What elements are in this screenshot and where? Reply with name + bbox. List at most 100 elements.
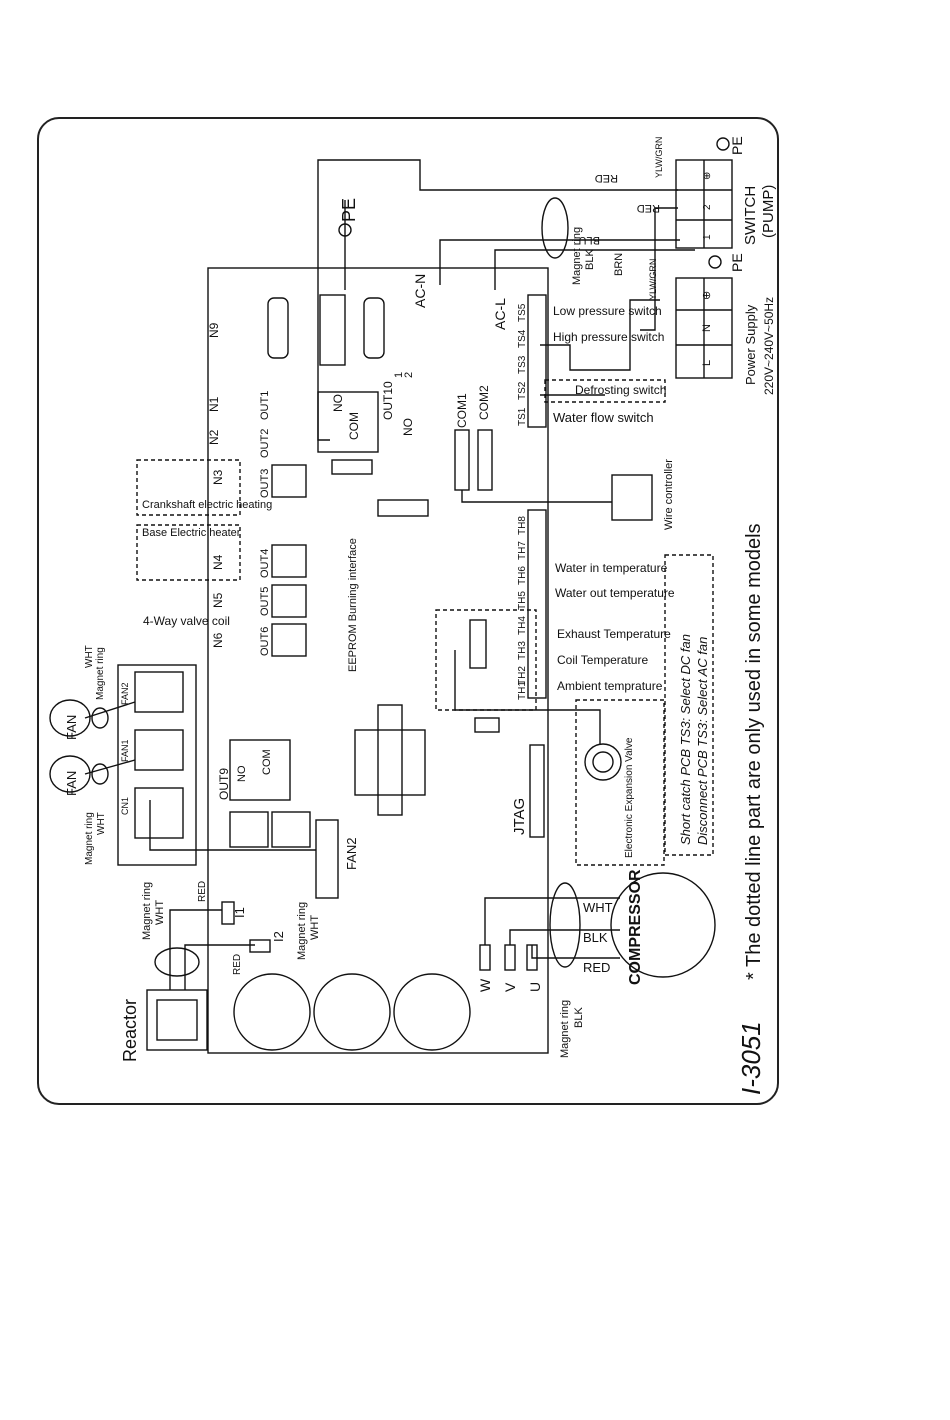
i1-label: I1 bbox=[232, 907, 247, 918]
main-pcb bbox=[207, 267, 549, 1054]
n4: N4 bbox=[211, 554, 225, 570]
wire-red-2: RED bbox=[637, 202, 660, 214]
high-pressure-switch: High pressure switch bbox=[553, 330, 664, 344]
out10-pin-2: 2 bbox=[403, 372, 415, 378]
ylw-grn-top: YLW/GRN bbox=[654, 137, 664, 178]
phase-v: V bbox=[502, 982, 518, 992]
magnet-ring-fan2: Magnet ring bbox=[95, 647, 106, 700]
crankshaft-heater-label: Crankshaft electric heating bbox=[142, 499, 272, 511]
wire-brn: BRN bbox=[613, 253, 625, 276]
ylw-grn-supply: YLW/GRN bbox=[648, 259, 658, 300]
relay-com: COM bbox=[347, 412, 361, 440]
ac-l-label: AC-L bbox=[492, 298, 508, 330]
th6: TH6 bbox=[517, 566, 528, 585]
compressor-label: COMPRESSOR bbox=[627, 869, 644, 985]
wire-red-i1: RED bbox=[197, 881, 208, 902]
wire-wht-reactor: WHT bbox=[154, 900, 166, 925]
magnet-ring-compressor: Magnet ring bbox=[559, 1000, 571, 1058]
ts4: TS4 bbox=[517, 329, 528, 348]
n1: N1 bbox=[207, 396, 221, 412]
out10: OUT10 bbox=[381, 381, 395, 420]
out6: OUT6 bbox=[259, 627, 271, 656]
terminal-pe: ⊕ bbox=[701, 291, 713, 300]
wire-wht-fan1: WHT bbox=[96, 812, 107, 835]
power-supply-rating: 220V~240V~50Hz bbox=[762, 297, 776, 395]
out3: OUT3 bbox=[259, 469, 271, 498]
fan-note-1: Short catch PCB TS3: Select DC fan bbox=[678, 634, 693, 845]
phase-w: W bbox=[477, 978, 493, 992]
th4: TH4 bbox=[517, 616, 528, 635]
wire-wht-fan2: WHT bbox=[84, 645, 95, 668]
com2: COM2 bbox=[477, 385, 491, 420]
out9-com: COM bbox=[261, 749, 273, 775]
pe-board: PE bbox=[339, 198, 359, 222]
power-supply-label: Power Supply bbox=[743, 304, 758, 385]
eeprom-label: EEPROM Burning interface bbox=[347, 538, 359, 672]
magnet-ring-compressor-blk: BLK bbox=[573, 1007, 585, 1028]
wire-wht-fan2-board: WHT bbox=[309, 915, 321, 940]
n9: N9 bbox=[207, 322, 221, 338]
wire-wht-compressor: WHT bbox=[583, 900, 613, 915]
out9-no: NO bbox=[236, 765, 248, 782]
switch-terminal-pe: ⊕ bbox=[702, 172, 713, 180]
out9-label: OUT9 bbox=[217, 768, 231, 800]
n3: N3 bbox=[211, 469, 225, 485]
th1: TH1 bbox=[517, 681, 528, 700]
out1: OUT1 bbox=[259, 391, 271, 420]
out10-pin-1: 1 bbox=[393, 372, 405, 378]
coil-temp: Coil Temperature bbox=[557, 653, 648, 667]
i2-label: I2 bbox=[271, 931, 286, 942]
ts2: TS2 bbox=[517, 381, 528, 400]
wire-blk-compressor: BLK bbox=[583, 930, 608, 945]
reactor-label: Reactor bbox=[120, 999, 140, 1062]
water-flow-switch: Water flow switch bbox=[553, 410, 654, 425]
ac-n-label: AC-N bbox=[412, 274, 428, 308]
magnet-ring-fan1: Magnet ring bbox=[84, 812, 95, 865]
fan-board-cn1: CN1 bbox=[120, 797, 130, 815]
magnet-ring-ac-blk: BLK bbox=[584, 249, 596, 270]
pe-supply: PE bbox=[729, 253, 745, 272]
wire-red-compressor: RED bbox=[583, 960, 610, 975]
low-pressure-switch: Low pressure switch bbox=[553, 304, 662, 318]
figure-id: I-3051 bbox=[736, 1021, 766, 1095]
relay-no: NO bbox=[331, 394, 345, 412]
phase-u: U bbox=[527, 982, 543, 992]
pe-top: PE bbox=[729, 136, 745, 155]
water-out-temp: Water out temperature bbox=[555, 586, 675, 600]
out2: OUT2 bbox=[259, 429, 271, 458]
terminal-n: N bbox=[701, 324, 713, 332]
fan-note-2: Disconnect PCB TS3: Select AC fan bbox=[695, 637, 710, 845]
th8: TH8 bbox=[517, 516, 528, 535]
magnet-ring-ac-label: Magnet ring bbox=[571, 227, 583, 285]
terminal-l: L bbox=[701, 360, 713, 366]
water-in-temp: Water in temperature bbox=[555, 561, 668, 575]
eev-label: Electronic Expansion Valve bbox=[624, 737, 635, 858]
out10-no: NO bbox=[401, 418, 415, 436]
th7: TH7 bbox=[517, 541, 528, 560]
com1: COM1 bbox=[455, 393, 469, 428]
n2: N2 bbox=[207, 429, 221, 445]
switch-terminal-2: 2 bbox=[702, 204, 713, 210]
base-heater-label: Base Electric heater bbox=[142, 527, 241, 539]
th3: TH3 bbox=[517, 641, 528, 660]
th5: TH5 bbox=[517, 591, 528, 610]
four-way-valve-label: 4-Way valve coil bbox=[143, 614, 230, 628]
exhaust-temp: Exhaust Temperature bbox=[557, 627, 671, 641]
wire-controller-label: Wire controller bbox=[663, 459, 675, 530]
fan-board-fan1: FAN1 bbox=[120, 739, 130, 762]
wire-red-top: RED bbox=[595, 172, 618, 184]
fan-board-fan2: FAN2 bbox=[120, 682, 130, 705]
wire-red-i2: RED bbox=[232, 954, 243, 975]
wire-blu: BLU bbox=[579, 234, 600, 246]
pump-switch-label: SWITCH bbox=[742, 186, 759, 245]
defrosting-switch: Defrosting switch bbox=[575, 383, 666, 397]
out5: OUT5 bbox=[259, 587, 271, 616]
jtag-label: JTAG bbox=[511, 798, 528, 835]
th2: TH2 bbox=[517, 666, 528, 685]
diagram-note: * The dotted line part are only used in … bbox=[743, 523, 765, 980]
diagram-frame bbox=[37, 117, 779, 1105]
fan-label-2: FAN bbox=[64, 771, 79, 796]
magnet-ring-fan2-board: Magnet ring bbox=[296, 902, 308, 960]
n5: N5 bbox=[211, 592, 225, 608]
